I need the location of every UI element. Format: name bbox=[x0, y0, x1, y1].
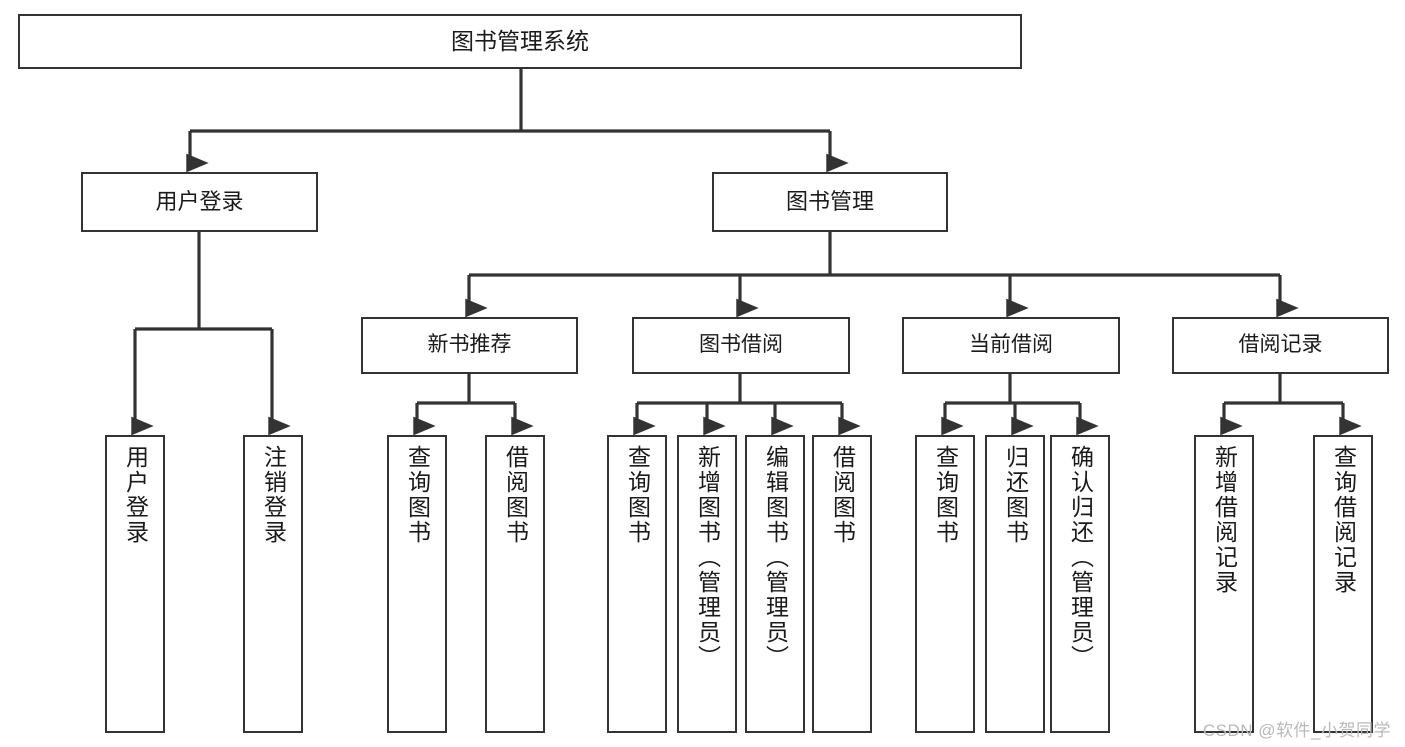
node-leaf-return-book-label: 归还图书 bbox=[1002, 445, 1029, 545]
node-current-borrow-label: 当前借阅 bbox=[969, 333, 1053, 357]
node-borrow-record-label: 借阅记录 bbox=[1238, 333, 1323, 357]
node-book-borrow-label: 图书借阅 bbox=[699, 333, 783, 357]
node-new-book-recommend-label: 新书推荐 bbox=[427, 333, 512, 357]
node-user-login[interactable]: 用户登录 bbox=[81, 172, 318, 232]
node-root[interactable]: 图书管理系统 bbox=[18, 14, 1022, 69]
node-leaf-query-book-c-label: 查询图书 bbox=[932, 445, 959, 545]
node-leaf-query-book-a[interactable]: 查询图书 bbox=[387, 435, 447, 733]
node-root-label: 图书管理系统 bbox=[451, 27, 589, 54]
node-leaf-edit-book[interactable]: 编辑图书（管理员） bbox=[745, 435, 805, 733]
node-leaf-confirm-return-label: 确认归还（管理员） bbox=[1067, 445, 1094, 670]
node-leaf-add-book[interactable]: 新增图书（管理员） bbox=[677, 435, 737, 733]
node-leaf-confirm-return[interactable]: 确认归还（管理员） bbox=[1050, 435, 1110, 733]
node-leaf-query-book-b-label: 查询图书 bbox=[624, 445, 651, 545]
node-leaf-edit-book-label: 编辑图书（管理员） bbox=[762, 445, 789, 670]
node-leaf-query-book-b[interactable]: 查询图书 bbox=[607, 435, 667, 733]
node-leaf-query-book-a-label: 查询图书 bbox=[404, 445, 431, 545]
node-leaf-return-book[interactable]: 归还图书 bbox=[985, 435, 1045, 733]
node-leaf-borrow-book-b[interactable]: 借阅图书 bbox=[812, 435, 872, 733]
node-book-borrow[interactable]: 图书借阅 bbox=[632, 317, 850, 374]
node-book-manage-label: 图书管理 bbox=[785, 189, 874, 215]
node-new-book-recommend[interactable]: 新书推荐 bbox=[361, 317, 578, 374]
node-leaf-add-record[interactable]: 新增借阅记录 bbox=[1194, 435, 1254, 733]
watermark-text: CSDN @软件_小贺同学 bbox=[1202, 721, 1391, 740]
node-current-borrow[interactable]: 当前借阅 bbox=[902, 317, 1120, 374]
node-leaf-user-login-label: 用户登录 bbox=[122, 445, 149, 545]
node-leaf-user-login[interactable]: 用户登录 bbox=[105, 435, 165, 733]
node-user-login-label: 用户登录 bbox=[155, 189, 244, 215]
node-leaf-borrow-book-a-label: 借阅图书 bbox=[502, 445, 529, 545]
node-leaf-query-book-c[interactable]: 查询图书 bbox=[915, 435, 975, 733]
node-book-manage[interactable]: 图书管理 bbox=[712, 172, 948, 232]
node-leaf-borrow-book-b-label: 借阅图书 bbox=[829, 445, 856, 545]
node-leaf-borrow-book-a[interactable]: 借阅图书 bbox=[485, 435, 545, 733]
node-leaf-query-record[interactable]: 查询借阅记录 bbox=[1313, 435, 1373, 733]
node-leaf-add-book-label: 新增图书（管理员） bbox=[694, 445, 721, 670]
node-leaf-logout-label: 注销登录 bbox=[260, 445, 287, 545]
node-leaf-add-record-label: 新增借阅记录 bbox=[1211, 445, 1238, 595]
node-leaf-logout[interactable]: 注销登录 bbox=[243, 435, 303, 733]
node-borrow-record[interactable]: 借阅记录 bbox=[1172, 317, 1389, 374]
node-leaf-query-record-label: 查询借阅记录 bbox=[1330, 445, 1357, 595]
